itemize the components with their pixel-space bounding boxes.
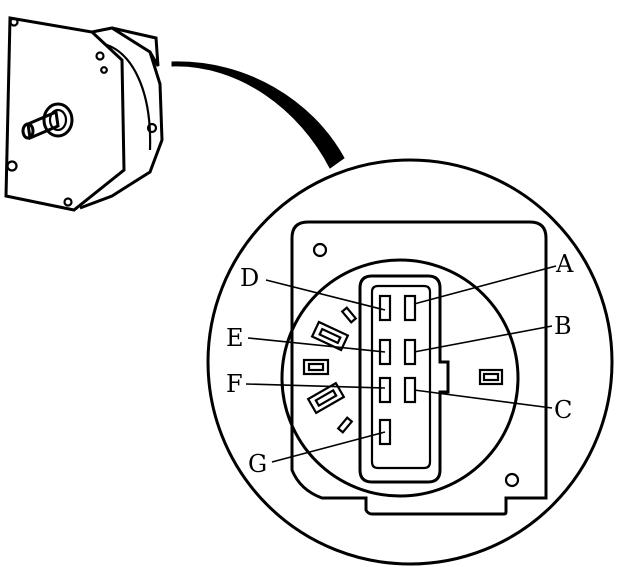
magnified-view-circle — [206, 158, 614, 566]
terminal-a — [403, 294, 417, 322]
label-d: D — [240, 264, 259, 292]
label-c: C — [554, 396, 572, 424]
label-b: B — [554, 312, 572, 340]
terminal-d — [378, 294, 392, 322]
leader-g — [271, 431, 386, 463]
leader-f — [245, 383, 386, 389]
leader-e — [247, 337, 386, 353]
connector-housing — [280, 220, 548, 516]
actuator-component — [4, 16, 164, 212]
leader-b — [413, 325, 553, 353]
leader-d — [265, 279, 386, 311]
label-a: A — [555, 250, 574, 278]
label-e: E — [226, 324, 244, 352]
terminal-b — [403, 338, 417, 366]
pin-labels: A B C D E F G — [226, 250, 574, 478]
leader-lines — [245, 265, 557, 463]
label-g: G — [248, 450, 267, 478]
terminal-f — [378, 376, 392, 404]
leader-a — [413, 265, 557, 305]
terminal-c — [403, 376, 417, 404]
side-terminals — [302, 306, 504, 434]
leader-c — [413, 389, 553, 409]
terminal-g — [378, 418, 392, 446]
label-f: F — [226, 370, 243, 398]
magnification-leader — [171, 61, 345, 169]
